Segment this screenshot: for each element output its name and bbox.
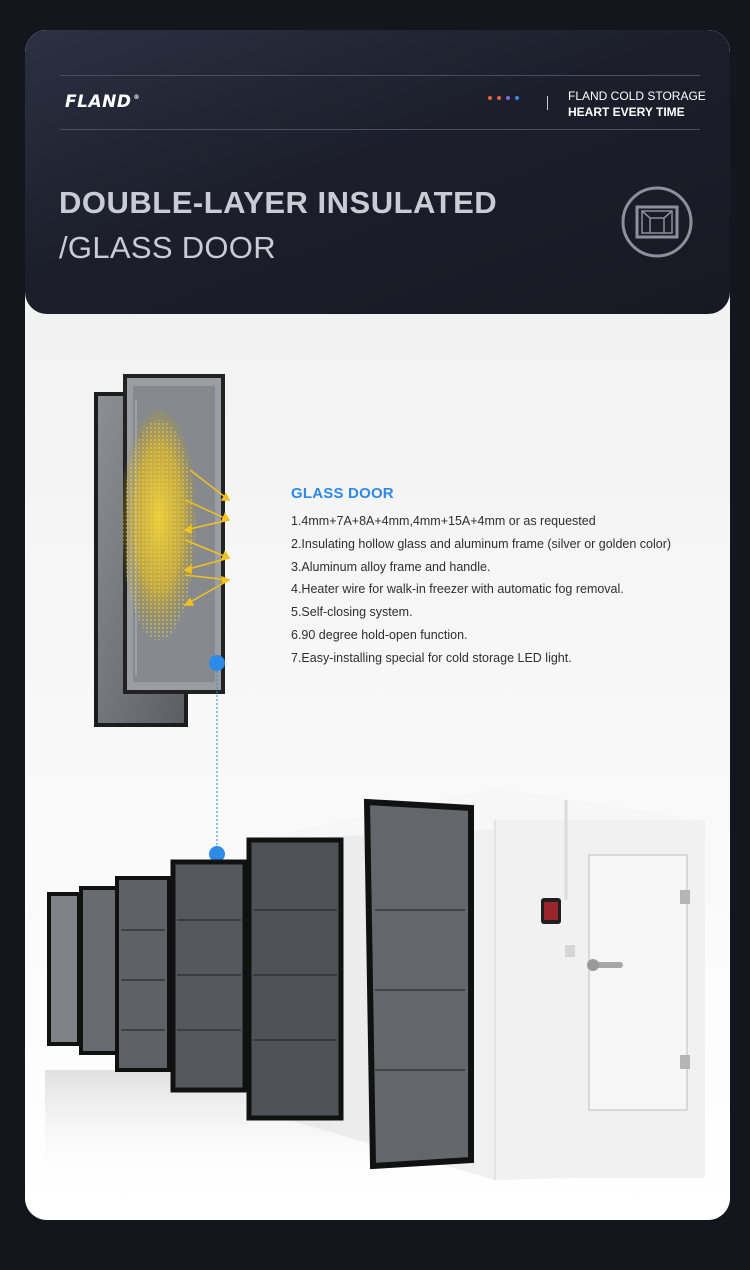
feature-list: 1.4mm+7A+8A+4mm,4mm+15A+4mm or as reques… (291, 510, 721, 670)
list-item: 3.Aluminum alloy frame and handle. (291, 559, 491, 574)
dot-3 (506, 96, 510, 100)
list-item: 4.Heater wire for walk-in freezer with a… (291, 582, 624, 597)
exploded-glass-panes (94, 374, 231, 727)
list-item: 1.4mm+7A+8A+4mm,4mm+15A+4mm or as reques… (291, 514, 596, 528)
feature-heading: GLASS DOOR (291, 485, 394, 502)
glass-door-row (47, 798, 474, 1170)
list-item: 2.Insulating hollow glass and aluminum f… (291, 536, 672, 551)
dot-2 (497, 96, 501, 100)
tagline-divider (547, 96, 548, 110)
page-title-line-2: /GLASS DOOR (59, 230, 276, 265)
header-banner: FLAND® FLAND COLD STORAGE HEART EVERY TI… (25, 30, 730, 314)
color-dots (488, 96, 519, 100)
product-card: FLAND® FLAND COLD STORAGE HEART EVERY TI… (25, 30, 730, 1220)
dot-1 (488, 96, 492, 100)
header-top-rule (60, 75, 700, 76)
header-bottom-rule (60, 129, 700, 130)
brand-tagline: FLAND COLD STORAGE HEART EVERY TIME (568, 88, 706, 120)
connector-dot-top (209, 655, 225, 671)
brand-logo: FLAND® (65, 92, 140, 112)
tagline-line-1: FLAND COLD STORAGE (568, 89, 706, 103)
list-item: 6.90 degree hold-open function. (291, 627, 468, 642)
list-item: 7.Easy-installing special for cold stora… (291, 650, 572, 665)
feature-list-panel: GLASS DOOR 1.4mm+7A+8A+4mm,4mm+15A+4mm o… (291, 485, 721, 670)
tagline-line-2: HEART EVERY TIME (568, 105, 685, 119)
dot-4 (515, 96, 519, 100)
page-title-line-1: DOUBLE-LAYER INSULATED (59, 185, 498, 220)
glass-door-icon (621, 186, 693, 258)
list-item: 5.Self-closing system. (291, 605, 413, 620)
connector-dot-bottom (209, 846, 225, 862)
brand-logo-text: FLAND (65, 92, 132, 112)
product-illustration (25, 314, 730, 1220)
